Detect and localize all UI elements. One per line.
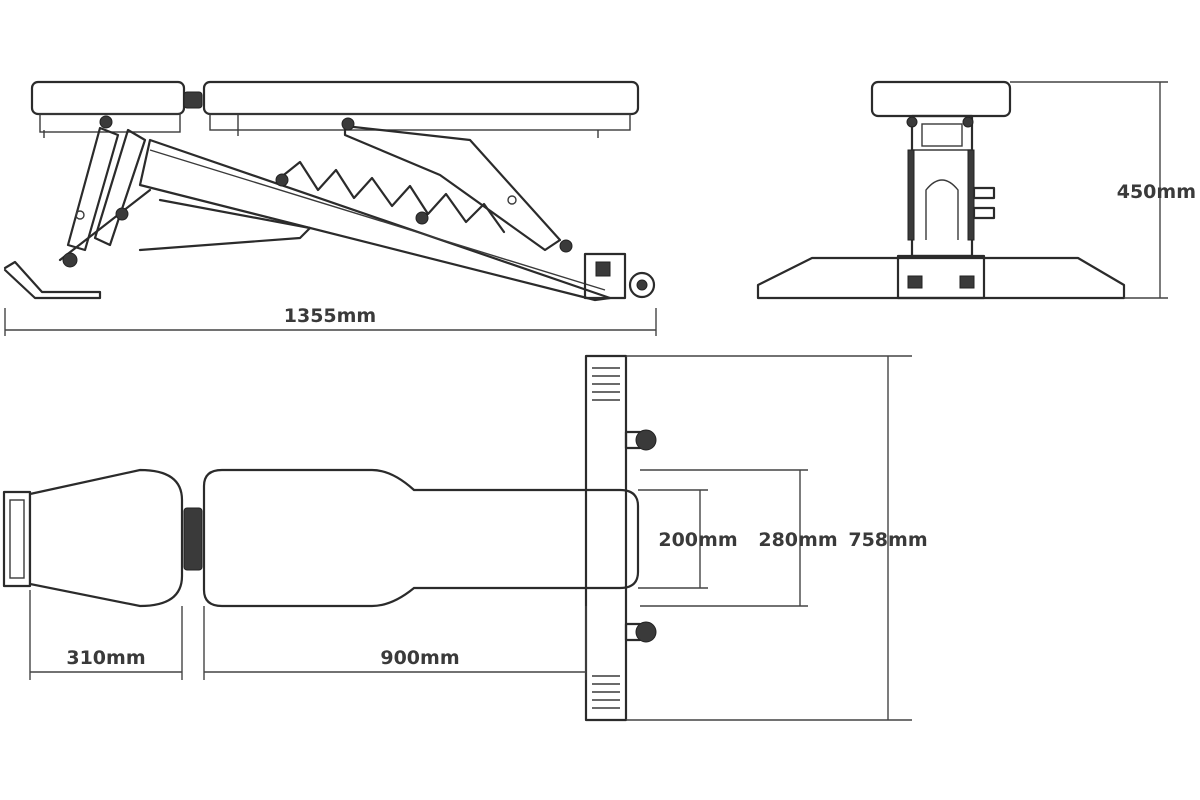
front-rail-left xyxy=(907,149,915,241)
side-front-foot xyxy=(3,260,102,300)
side-rail-inner xyxy=(149,149,606,291)
side-leg-brace xyxy=(58,188,152,262)
top-seat-endcap xyxy=(2,490,32,588)
top-seat-endcap-inner xyxy=(9,499,25,579)
front-base-plate-left xyxy=(907,275,923,289)
side-rear-foot xyxy=(583,252,627,300)
side-main-rail xyxy=(138,138,612,302)
side-leg-hole xyxy=(75,210,85,220)
side-pivot-foot xyxy=(62,252,78,268)
side-hinge xyxy=(183,91,203,109)
side-pivot-rear xyxy=(559,239,573,253)
label-seat-length: 310mm xyxy=(66,647,145,669)
side-pivot-back xyxy=(341,117,355,131)
label-height: 450mm xyxy=(1117,181,1196,203)
top-base-grip-upper xyxy=(592,367,620,401)
front-view: 450mm xyxy=(756,80,1196,300)
label-back-length: 900mm xyxy=(380,647,459,669)
side-wheel xyxy=(628,271,656,299)
label-width-base: 758mm xyxy=(848,529,927,551)
top-back-pad xyxy=(202,468,640,608)
front-base xyxy=(756,256,1126,300)
front-base-plate-right xyxy=(959,275,975,289)
front-pad xyxy=(870,80,1012,118)
front-column-block xyxy=(921,123,963,147)
top-view: 310mm 900mm 200mm 280mm 758mm xyxy=(2,354,928,722)
top-hinge xyxy=(183,507,203,571)
side-adjust-ladder xyxy=(278,160,506,234)
front-column-arch xyxy=(925,179,959,240)
side-support-hole xyxy=(507,195,517,205)
side-back-pad xyxy=(202,80,640,116)
front-base-box xyxy=(896,254,986,300)
side-back-support xyxy=(343,124,562,252)
side-front-leg-inner xyxy=(93,128,147,247)
top-base-bar xyxy=(584,354,628,722)
front-bolt-left xyxy=(906,116,918,128)
top-seat-pad xyxy=(28,468,184,608)
side-pivot-leg xyxy=(115,207,129,221)
front-bolt-right xyxy=(962,116,974,128)
front-column xyxy=(910,114,974,258)
side-wheel-hub xyxy=(636,279,648,291)
side-rear-plate xyxy=(595,261,611,277)
side-front-leg xyxy=(66,126,120,252)
side-lower-frame xyxy=(138,198,312,252)
side-back-frame xyxy=(209,113,631,131)
label-side-length: 1355mm xyxy=(284,305,376,327)
label-width-narrow: 200mm xyxy=(658,529,737,551)
top-base-grip-lower xyxy=(592,675,620,709)
front-knob-upper xyxy=(972,186,996,200)
side-seat-pad xyxy=(30,80,186,116)
front-knob-lower xyxy=(972,206,996,220)
side-pivot-mid xyxy=(415,211,429,225)
side-view: 1355mm xyxy=(3,80,657,336)
top-knob-lower xyxy=(635,621,657,643)
side-pivot-seat xyxy=(99,115,113,129)
top-knob-upper xyxy=(635,429,657,451)
side-pivot-ladder xyxy=(275,173,289,187)
label-width-back: 280mm xyxy=(758,529,837,551)
